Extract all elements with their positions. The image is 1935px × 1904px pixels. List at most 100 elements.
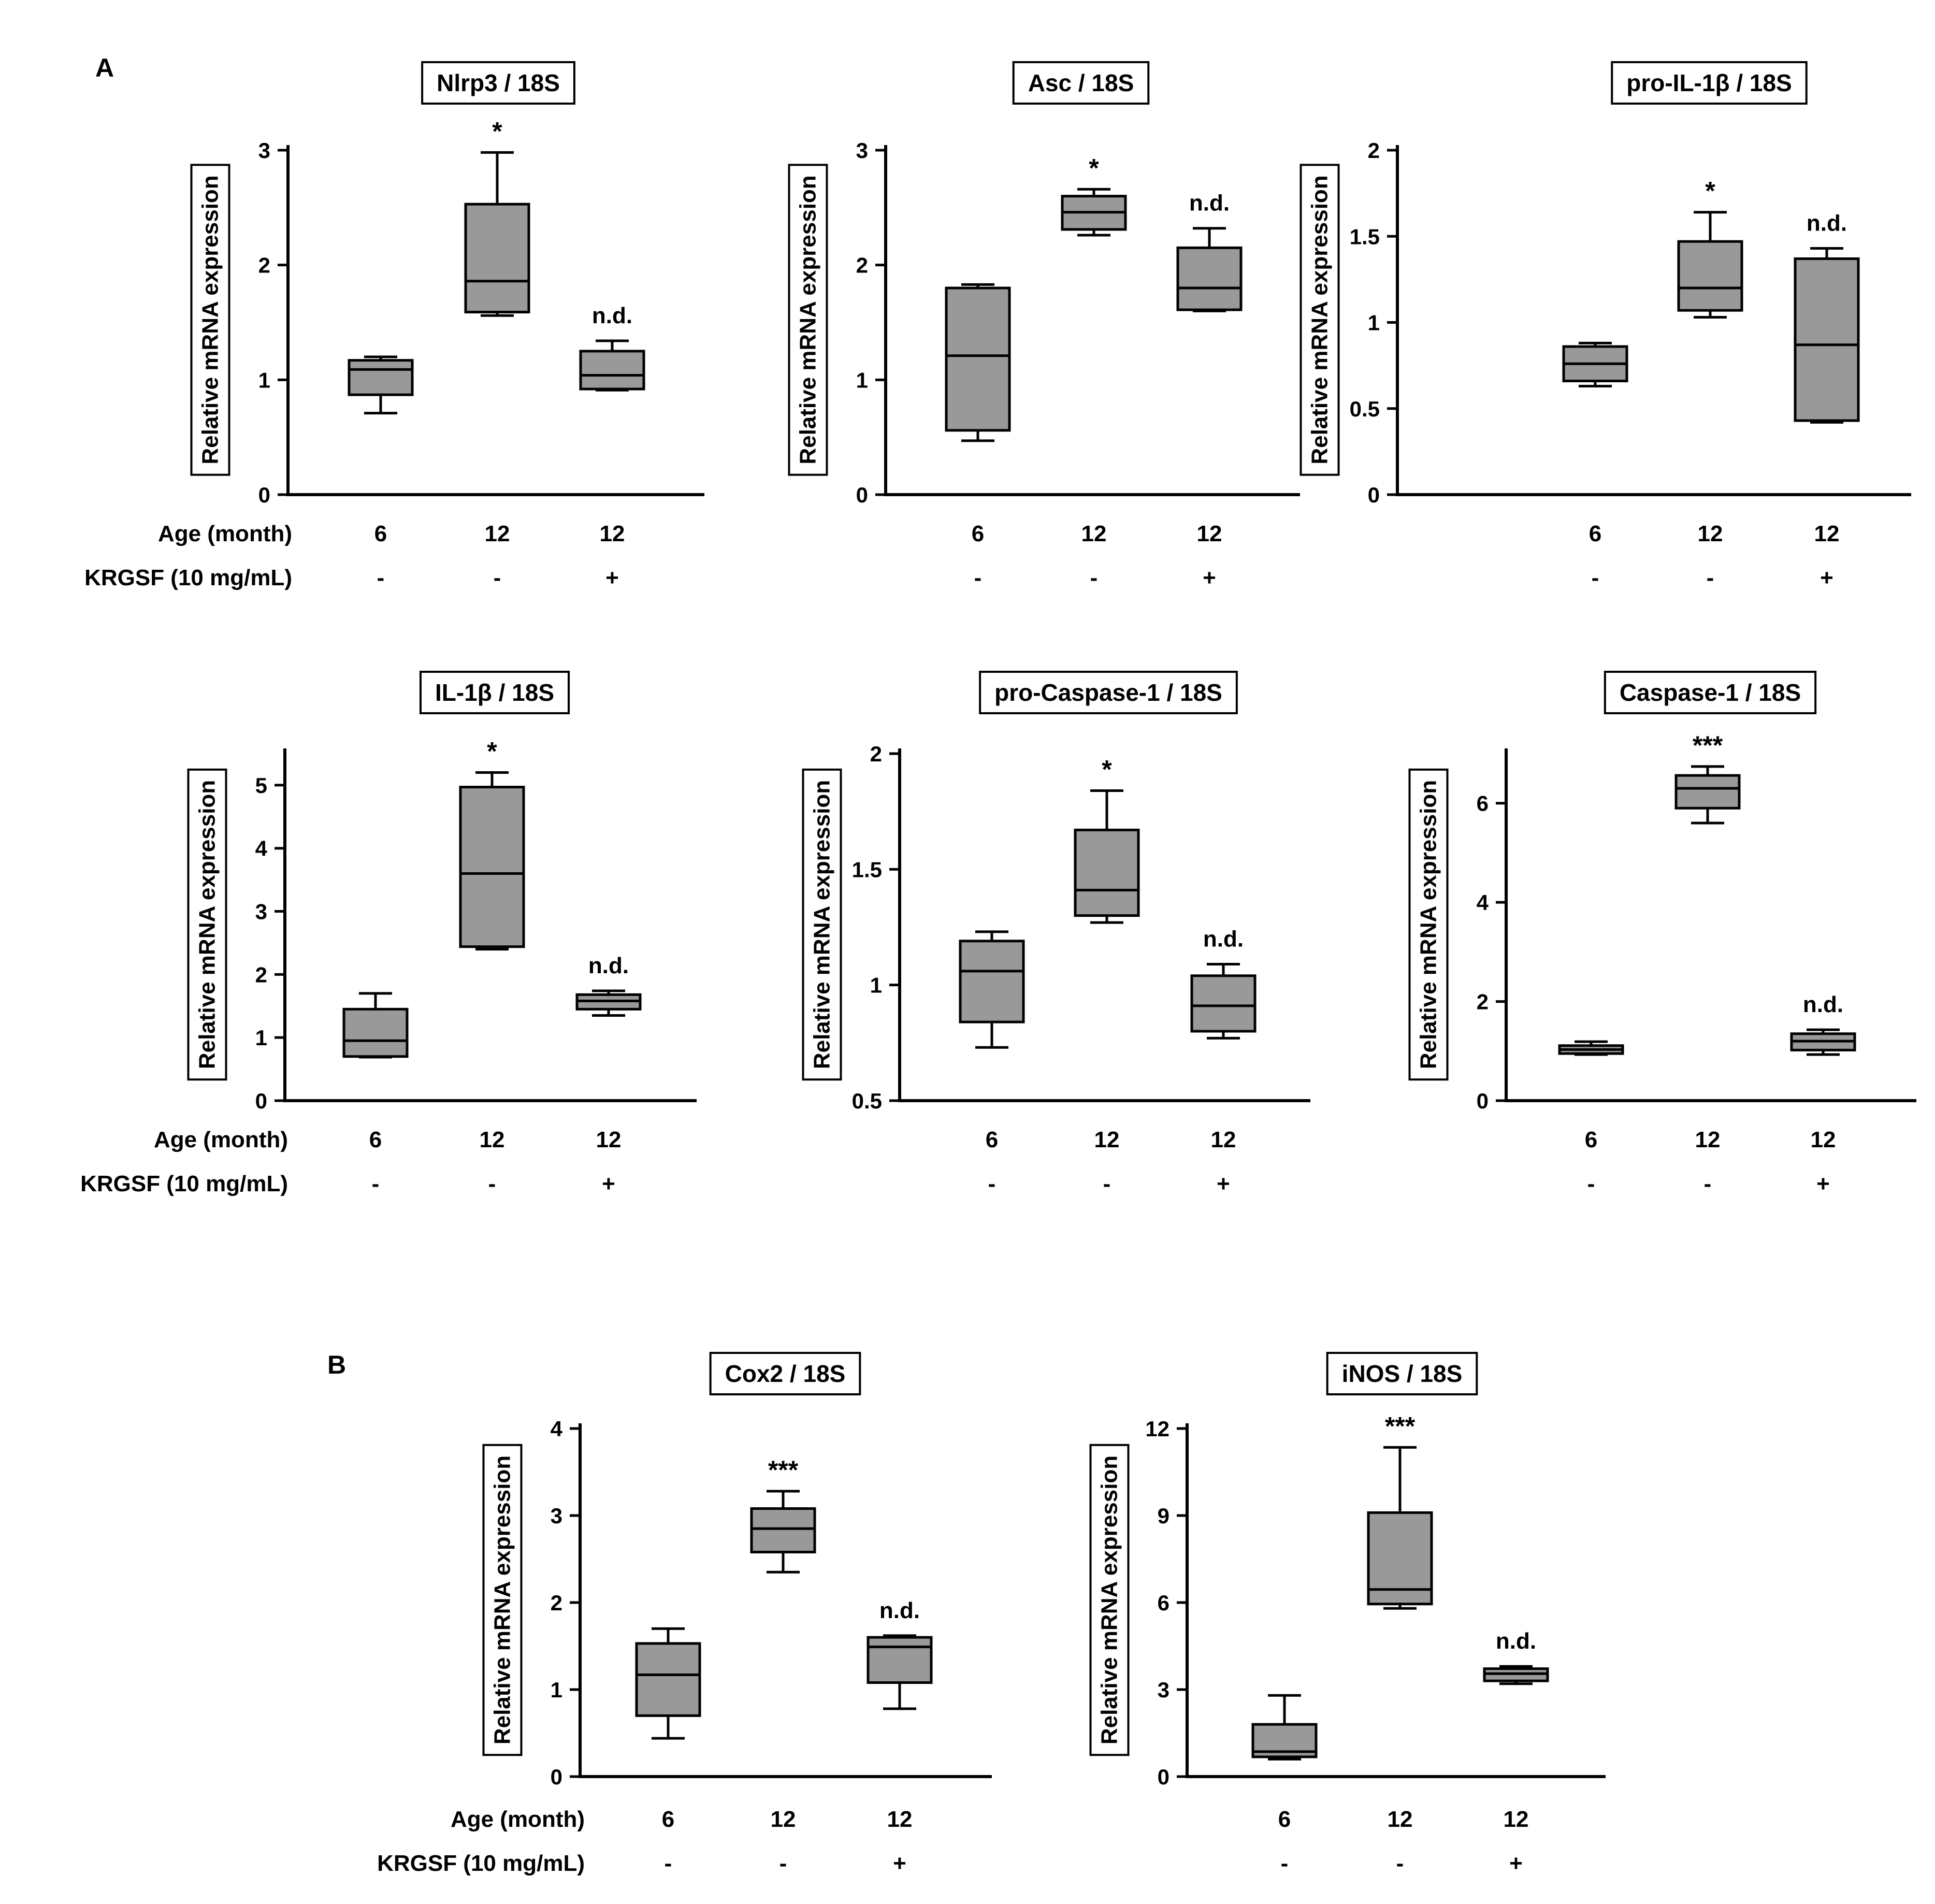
y-tick-label: 1 [870,973,882,998]
chart-title: iNOS / 18S [1342,1360,1463,1387]
box-iqr [635,1642,701,1717]
y-tick-label: 0.5 [852,1089,882,1113]
box-iqr [1677,240,1743,312]
box-1 [348,355,414,415]
chart-title-frame [979,671,1238,714]
row-label-age: Age (month) [154,1127,288,1152]
x-category-krgsf: - [494,565,501,590]
y-tick-label: 5 [255,773,267,798]
y-tick-label: 2 [1368,138,1380,163]
significance-marker: * [1102,755,1112,784]
y-axis-label-frame [802,768,842,1081]
y-axis-label-frame [788,164,828,476]
row-label-age: Age (month) [158,521,292,546]
box-iqr [1794,257,1860,422]
box-iqr [1190,974,1257,1033]
box-3: n.d. [575,953,642,1017]
x-category-krgsf: - [779,1851,787,1876]
x-category-age: 6 [369,1127,382,1152]
y-tick-label: 9 [1158,1504,1169,1528]
x-category-age: 12 [771,1807,796,1832]
chart-title: Caspase-1 / 18S [1620,679,1801,706]
y-tick-label: 4 [1477,890,1489,915]
y-axis-label-frame [1408,768,1449,1081]
box-2: * [464,117,530,317]
significance-marker: * [1089,153,1099,182]
x-category-age: 6 [986,1127,998,1152]
x-category-age: 12 [1388,1807,1413,1832]
x-category-age: 6 [1278,1807,1291,1832]
panel-label-a: A [95,53,114,82]
x-category-age: 12 [1504,1807,1529,1832]
x-category-krgsf: - [1103,1171,1111,1196]
y-axis-label: Relative mRNA expression [198,175,223,464]
chart-title: Nlrp3 / 18S [437,69,560,96]
x-category-age: 12 [600,521,625,546]
x-category-krgsf: - [974,565,982,590]
box-1 [959,930,1025,1049]
y-tick-label: 1.5 [1350,224,1380,249]
x-category-age: 12 [480,1127,505,1152]
y-axis-label: Relative mRNA expression [1416,780,1441,1069]
y-tick-label: 3 [258,138,270,163]
y-tick-label: 1 [255,1026,267,1050]
x-category-age: 12 [1197,521,1222,546]
box-2: *** [750,1455,816,1574]
row-label-krgsf: KRGSF (10 mg/mL) [84,565,292,590]
box-iqr [750,1507,816,1554]
not-different-label: n.d. [1807,211,1847,236]
x-category-age: 12 [1211,1127,1236,1152]
y-tick-label: 0 [1368,483,1380,507]
chart-title-frame [1604,671,1817,714]
x-category-age: 12 [1814,521,1840,546]
y-tick-label: 0.5 [1350,397,1380,421]
x-category-age: 12 [1081,521,1107,546]
y-tick-label: 3 [1158,1678,1169,1702]
y-tick-label: 0 [856,483,868,507]
y-tick-label: 2 [856,253,868,278]
y-tick-label: 4 [255,836,268,861]
y-tick-label: 1 [856,368,868,392]
box-iqr [459,786,525,948]
box-3: n.d. [1483,1628,1549,1685]
box-1 [1558,1040,1624,1056]
box-1 [945,283,1011,442]
box-iqr [579,350,645,391]
x-category-krgsf: - [988,1171,996,1196]
box-2: * [1074,755,1140,924]
x-category-krgsf: - [1587,1171,1595,1196]
x-category-krgsf: + [602,1171,615,1196]
y-tick-label: 3 [551,1504,562,1528]
y-tick-label: 6 [1477,791,1489,816]
y-axis-label-frame [1299,164,1340,476]
box-2: *** [1367,1411,1433,1610]
y-tick-label: 2 [870,742,882,766]
significance-marker: * [487,737,497,766]
y-tick-label: 0 [1477,1089,1489,1113]
x-category-krgsf: + [1816,1171,1830,1196]
not-different-label: n.d. [1203,926,1244,951]
not-different-label: n.d. [1189,191,1230,216]
box-2: *** [1674,731,1741,825]
not-different-label: n.d. [879,1598,920,1623]
y-tick-label: 0 [551,1765,562,1789]
y-axis-label: Relative mRNA expression [810,780,835,1069]
y-axis-label-frame [187,768,227,1081]
x-category-age: 6 [972,521,984,546]
chart-title-frame [419,671,570,714]
y-tick-label: 3 [255,900,267,924]
not-different-label: n.d. [1496,1628,1536,1654]
y-tick-label: 12 [1145,1417,1169,1441]
chart-title-frame [1611,61,1808,105]
chart-title: IL-1β / 18S [435,679,554,706]
box-iqr [945,286,1011,432]
y-tick-label: 3 [856,138,868,163]
y-axis-label: Relative mRNA expression [796,175,821,464]
y-axis-label-frame [1089,1444,1130,1756]
not-different-label: n.d. [592,303,632,328]
x-category-krgsf: - [372,1171,380,1196]
not-different-label: n.d. [1803,992,1843,1017]
chart-title-frame [1012,61,1150,105]
box-iqr [348,359,414,396]
